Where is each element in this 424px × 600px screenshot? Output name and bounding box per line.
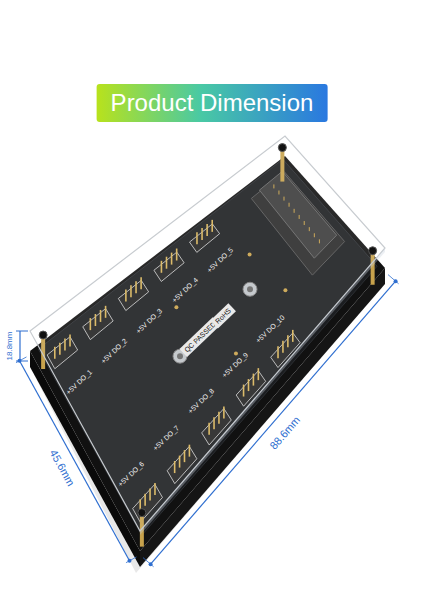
dimension-end xyxy=(127,559,131,563)
dimension-line xyxy=(19,331,20,361)
dimension-label: 45.6mm xyxy=(46,445,78,490)
screw-head xyxy=(138,509,146,517)
acrylic-cover xyxy=(30,136,385,531)
title-text: Product Dimension xyxy=(111,89,314,117)
screw-head xyxy=(278,144,286,152)
dimension-tick xyxy=(16,361,28,362)
dimension-label: 88.6mm xyxy=(266,412,304,454)
dimension-line xyxy=(151,281,396,564)
dimension-line xyxy=(19,361,129,561)
dimension-end xyxy=(394,279,398,283)
extension-line xyxy=(388,275,399,284)
screw-head xyxy=(369,247,377,255)
dimension-label: 18.8mm xyxy=(5,330,15,363)
title-banner: Product Dimension xyxy=(97,84,328,122)
dimension-end xyxy=(149,562,153,566)
acrylic-edge xyxy=(140,248,385,535)
dimension-tick xyxy=(16,331,28,332)
screw-head xyxy=(39,331,47,339)
extension-line xyxy=(16,357,27,363)
